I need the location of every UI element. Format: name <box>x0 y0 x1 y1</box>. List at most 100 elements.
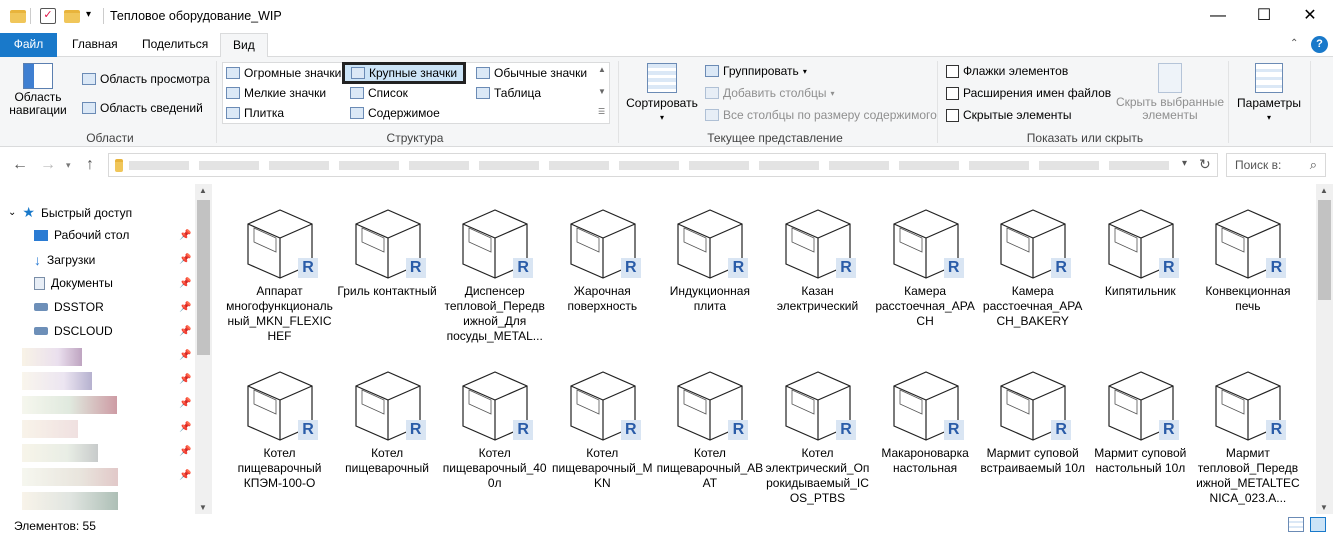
layout-small[interactable]: Мелкие значки <box>226 86 326 100</box>
download-icon: ↓ <box>34 252 41 268</box>
pin-icon[interactable]: 📌 <box>179 422 192 433</box>
sort-icon <box>647 63 677 93</box>
navigation-pane-button[interactable]: Область навигации <box>9 63 67 117</box>
nav-item-dsstor[interactable]: DSSTOR <box>34 300 104 314</box>
add-columns-button[interactable]: Добавить столбцы▾ <box>705 86 835 100</box>
options-button[interactable]: Параметры ▾ <box>1234 63 1304 122</box>
nav-item-downloads[interactable]: ↓ Загрузки <box>34 252 95 268</box>
layout-content[interactable]: Содержимое <box>350 106 440 120</box>
tab-view[interactable]: Вид <box>220 33 268 58</box>
file-extensions-toggle[interactable]: Расширения имен файлов <box>946 86 1111 100</box>
nav-quick-access[interactable]: ⌄ ★ Быстрый доступ <box>8 204 132 221</box>
layout-list[interactable]: Список <box>350 86 408 100</box>
file-thumbnail: R <box>993 194 1073 280</box>
gallery-more-icon[interactable]: ☰ <box>598 107 606 116</box>
scroll-thumb[interactable] <box>1318 200 1331 300</box>
sort-button[interactable]: Сортировать ▾ <box>626 63 698 122</box>
back-arrow-icon[interactable]: ← <box>12 156 28 173</box>
redacted-nav-item <box>22 348 82 366</box>
pin-icon[interactable]: 📌 <box>179 326 192 337</box>
hide-selected-button[interactable]: Скрыть выбранные элементы <box>1114 63 1226 122</box>
equipment-thumbnail-icon <box>892 209 959 279</box>
layout-extra-large[interactable]: Огромные значки <box>226 66 341 80</box>
pin-icon[interactable]: 📌 <box>179 398 192 409</box>
content-scrollbar[interactable]: ▲ ▼ <box>1316 184 1333 514</box>
file-name: Котел пищеварочный_MKN <box>552 446 653 490</box>
address-bar[interactable]: ▾ ↻ <box>108 153 1218 177</box>
hide-selected-icon <box>1158 63 1182 93</box>
group-label-layout: Структура <box>386 131 444 145</box>
pin-icon[interactable]: 📌 <box>179 302 192 313</box>
quick-access-dropdown-icon[interactable]: ▾ <box>86 9 92 20</box>
refresh-icon[interactable]: ↻ <box>1199 156 1211 172</box>
details-pane-icon <box>82 102 96 114</box>
file-thumbnail: R <box>886 356 966 442</box>
group-by-icon <box>705 65 719 77</box>
preview-pane-icon <box>82 73 96 85</box>
pin-icon[interactable]: 📌 <box>179 230 192 241</box>
file-name: Котел электрический_Опрокидываемый_ICOS_… <box>765 446 870 505</box>
layout-label: Крупные значки <box>369 66 458 80</box>
layout-medium[interactable]: Обычные значки <box>476 66 587 80</box>
nav-item-dscloud[interactable]: DSCLOUD <box>34 324 113 338</box>
scroll-down-icon[interactable]: ▼ <box>1320 503 1328 512</box>
add-columns-icon <box>705 87 719 99</box>
file-thumbnail: R <box>1208 356 1288 442</box>
pin-icon[interactable]: 📌 <box>179 278 192 289</box>
up-arrow-icon[interactable]: ↑ <box>86 156 94 173</box>
ribbon-tabs: Файл Главная Поделиться Вид ⌃ ? <box>0 33 1333 58</box>
tab-home[interactable]: Главная <box>72 37 118 51</box>
pin-icon[interactable]: 📌 <box>179 350 192 361</box>
checkbox[interactable] <box>946 108 959 122</box>
layout-label: Огромные значки <box>244 66 342 80</box>
details-view-icon[interactable] <box>1288 517 1304 532</box>
layout-label: Таблица <box>494 86 542 100</box>
scroll-down-icon[interactable]: ▼ <box>199 503 207 512</box>
scroll-up-icon[interactable]: ▲ <box>1320 186 1328 195</box>
file-name: Конвекционная печь <box>1205 284 1291 313</box>
file-thumbnail: R <box>348 194 428 280</box>
details-pane-button[interactable]: Область сведений <box>82 101 203 115</box>
layout-large[interactable]: Крупные значки <box>342 62 467 84</box>
tab-file[interactable]: Файл <box>0 33 57 57</box>
search-input[interactable]: Поиск в: ⌕ <box>1226 153 1326 177</box>
nav-item-documents[interactable]: Документы <box>34 276 113 290</box>
close-button[interactable]: ✕ <box>1303 7 1317 24</box>
layout-details[interactable]: Таблица <box>476 86 541 100</box>
file-thumbnail: R <box>670 194 750 280</box>
minimize-button[interactable]: — <box>1210 7 1226 24</box>
scroll-thumb[interactable] <box>197 200 210 355</box>
checkbox[interactable] <box>946 86 959 100</box>
new-folder-icon[interactable] <box>64 10 80 23</box>
address-dropdown-icon[interactable]: ▾ <box>1182 158 1188 169</box>
gallery-up-icon[interactable]: ▲ <box>598 65 606 74</box>
group-by-button[interactable]: Группировать▾ <box>705 64 807 78</box>
fit-columns-button[interactable]: Все столбцы по размеру содержимого <box>705 108 937 122</box>
collapse-ribbon-icon[interactable]: ⌃ <box>1290 38 1299 49</box>
properties-icon[interactable]: ✓ <box>40 8 56 24</box>
preview-pane-button[interactable]: Область просмотра <box>82 72 210 86</box>
tab-share[interactable]: Поделиться <box>142 37 209 51</box>
layout-label: Мелкие значки <box>244 86 327 100</box>
layout-tiles[interactable]: Плитка <box>226 106 284 120</box>
maximize-button[interactable]: ☐ <box>1256 7 1272 24</box>
pin-icon[interactable]: 📌 <box>179 254 192 265</box>
nav-item-desktop[interactable]: Рабочий стол <box>34 228 129 242</box>
item-checkboxes-toggle[interactable]: Флажки элементов <box>946 64 1068 78</box>
add-columns-label: Добавить столбцы <box>723 86 827 100</box>
forward-arrow-icon[interactable]: → <box>40 156 56 173</box>
recent-locations-icon[interactable]: ▾ <box>66 160 71 170</box>
scroll-up-icon[interactable]: ▲ <box>199 186 207 195</box>
large-icons-view-icon[interactable] <box>1310 517 1326 532</box>
checkbox[interactable] <box>946 64 959 78</box>
star-icon: ★ <box>22 204 35 220</box>
help-icon[interactable]: ? <box>1311 36 1328 53</box>
gallery-down-icon[interactable]: ▼ <box>598 87 606 96</box>
pin-icon[interactable]: 📌 <box>179 446 192 457</box>
options-icon <box>1255 63 1283 93</box>
divider <box>1228 61 1229 143</box>
pin-icon[interactable]: 📌 <box>179 374 192 385</box>
pin-icon[interactable]: 📌 <box>179 470 192 481</box>
hidden-items-toggle[interactable]: Скрытые элементы <box>946 108 1072 122</box>
nav-scrollbar[interactable]: ▲ ▼ <box>195 184 212 514</box>
